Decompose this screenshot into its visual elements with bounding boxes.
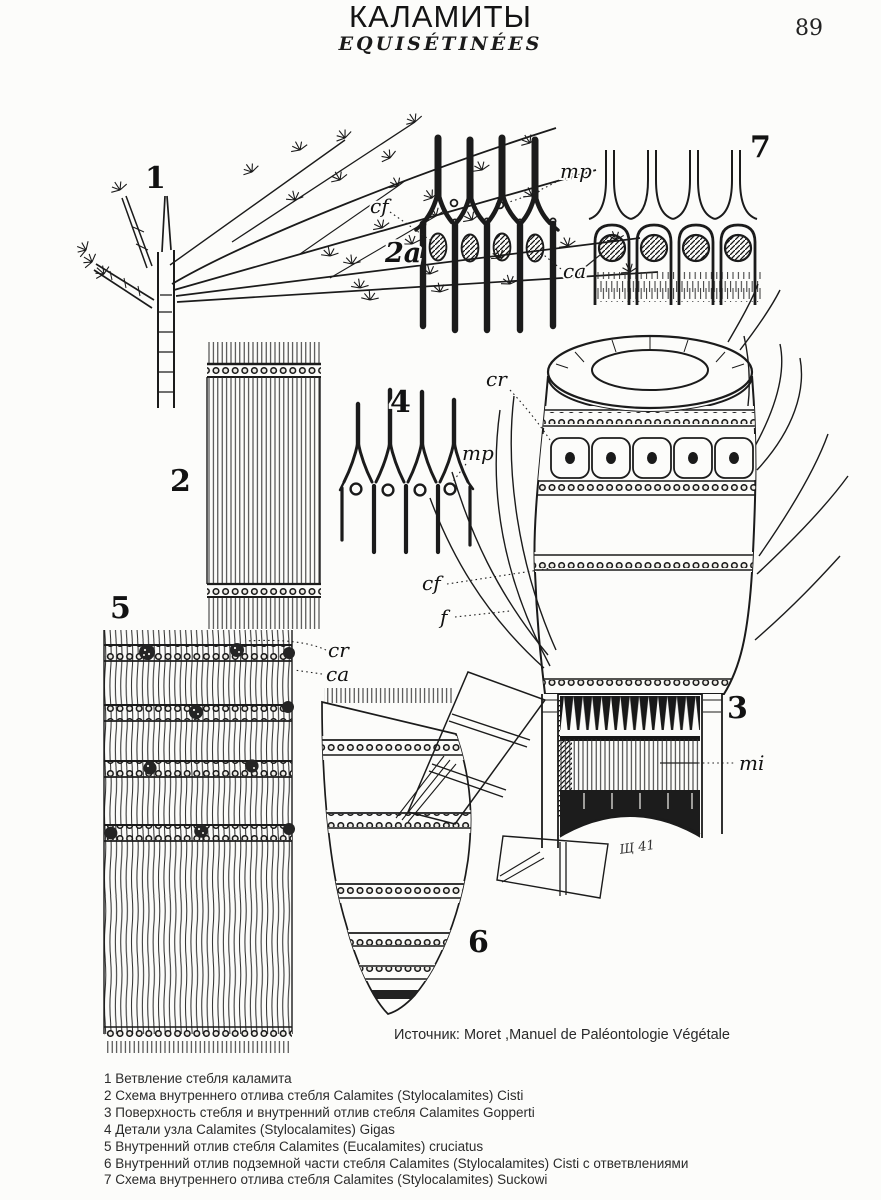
label-cf-fig2a: cf	[370, 194, 392, 218]
figure-3-number: 3	[727, 691, 748, 726]
caption-line-5: 5 Внутренний отлив стебля Calamites (Euc…	[104, 1138, 484, 1154]
caption-line-1: 1 Ветвление стебля каламита	[104, 1071, 292, 1086]
page-subtitle: EQUISÉTINÉES	[338, 33, 543, 55]
caption-list: 1 Ветвление стебля каламита 2 Схема внут…	[104, 1071, 824, 1189]
caption-line-3: 3 Поверхность стебля и внутренний отлив …	[104, 1104, 535, 1120]
label-cr-fig5: cr	[328, 638, 350, 662]
label-ca-fig5: ca	[326, 662, 349, 686]
figure-2a-drawing: cf mp ca 2a	[368, 134, 601, 334]
artist-mark: Щ 41	[619, 838, 656, 858]
figure-2a-number: 2a	[384, 238, 421, 269]
caption-line-2: 2 Схема внутреннего отлива стебля Calami…	[104, 1087, 524, 1103]
label-f-fig3: f	[438, 605, 451, 629]
page-number: 89	[795, 16, 823, 41]
label-ca-fig2a: ca	[563, 259, 586, 283]
page-header: КАЛАМИТЫ EQUISÉTINÉES	[0, 0, 881, 55]
figure-7-drawing: 7	[588, 128, 773, 305]
caption-line-6: 6 Внутренний отлив подземной части стебл…	[104, 1155, 689, 1171]
source-line: Источник: Moret ,Manuel de Paléontologie…	[394, 1027, 730, 1043]
figure-6-number: 6	[468, 925, 489, 960]
figure-1-number: 1	[145, 161, 166, 196]
figure-2-drawing: 2	[168, 342, 321, 629]
figure-7-number: 7	[750, 130, 771, 165]
label-mp-fig4: mp	[462, 441, 494, 465]
figure-6-drawing: 6	[321, 671, 609, 1015]
label-mp-fig2a: mp	[560, 159, 592, 183]
figure-4-drawing: mp 4	[338, 383, 496, 555]
figure-2-number: 2	[170, 464, 191, 499]
figure-5-drawing: cr ca 5	[103, 589, 352, 1053]
label-cr-fig3: cr	[486, 367, 508, 391]
figure-4-number: 4	[390, 385, 411, 420]
label-mi-fig3: mi	[739, 751, 764, 775]
figure-5-number: 5	[110, 591, 131, 626]
page-title: КАЛАМИТЫ	[349, 0, 532, 34]
caption-line-4: 4 Детали узла Calamites (Stylocalamites)…	[104, 1121, 395, 1137]
figure-3-drawing: cr cf f mi 3 Щ 41	[420, 283, 849, 858]
caption-line-7: 7 Схема внутреннего отлива стебля Calami…	[104, 1172, 548, 1188]
label-cf-fig3: cf	[422, 571, 444, 595]
